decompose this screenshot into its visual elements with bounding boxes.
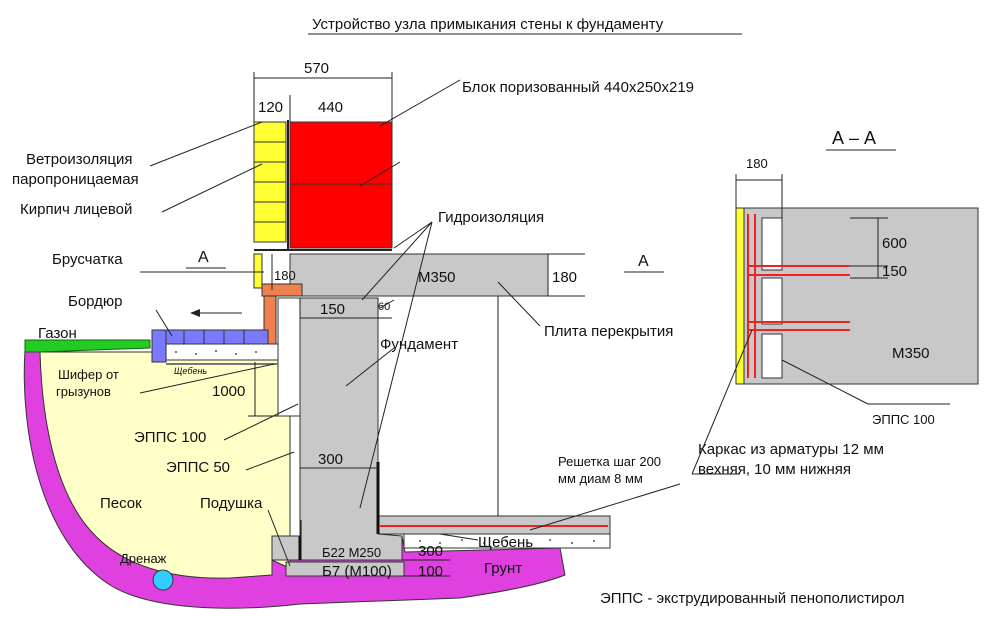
section-concrete bbox=[743, 207, 979, 385]
slope-arrowhead bbox=[190, 309, 200, 317]
label-m350-slab: М350 bbox=[418, 269, 456, 286]
section-mark-a-right: А bbox=[638, 253, 649, 270]
paving-gravel-dots bbox=[175, 350, 257, 355]
label-soil: Грунт bbox=[484, 560, 522, 577]
dim-300-foot: 300 bbox=[418, 543, 443, 560]
label-vapor-permeable: паропроницаемая bbox=[12, 171, 139, 188]
label-facing-brick: Кирпич лицевой bbox=[20, 201, 132, 218]
label-epps100: ЭППС 100 bbox=[134, 429, 206, 446]
legend-epps: ЭППС - экструдированный пенополистирол bbox=[600, 590, 905, 607]
leader-lines bbox=[139, 79, 681, 567]
label-waterproofing: Гидроизоляция bbox=[438, 209, 544, 226]
section-rebar bbox=[747, 214, 850, 378]
gravel-dots bbox=[419, 539, 595, 544]
dim-1000: 1000 bbox=[212, 383, 245, 400]
porous-block-upper bbox=[289, 121, 393, 185]
paving-strip bbox=[163, 329, 269, 345]
dim-440: 440 bbox=[318, 99, 343, 116]
dim-150-top: 150 bbox=[320, 301, 345, 318]
dim-120: 120 bbox=[258, 99, 283, 116]
porous-block-lower bbox=[289, 183, 393, 249]
epps100-panel bbox=[277, 297, 301, 417]
label-paving-gravel: Щебень bbox=[174, 366, 207, 376]
dim-180-section: 180 bbox=[746, 156, 768, 171]
label-m350-section: М350 bbox=[892, 345, 930, 362]
label-curb: Бордюр bbox=[68, 293, 123, 310]
section-dim-lines bbox=[691, 174, 950, 475]
label-cushion: Подушка bbox=[200, 495, 263, 512]
dim-180-left: 180 bbox=[274, 268, 296, 283]
label-b7: Б7 (М100) bbox=[322, 563, 392, 580]
epps50-panel bbox=[289, 415, 301, 537]
dim-60: 60 bbox=[378, 301, 390, 313]
label-rodent-slate-2: грызунов bbox=[56, 384, 111, 399]
dim-570: 570 bbox=[304, 60, 329, 77]
section-mark-a-left: А bbox=[198, 249, 209, 266]
label-rebar-2: вехняя, 10 мм нижняя bbox=[698, 461, 851, 478]
label-drainage: Дренаж bbox=[120, 551, 167, 566]
label-porous-block: Блок поризованный 440х250х219 bbox=[462, 79, 694, 96]
label-epps50: ЭППС 50 bbox=[166, 459, 230, 476]
section-yellow-edge bbox=[735, 207, 745, 385]
section-aa-title: А – А bbox=[832, 128, 876, 148]
facing-brick-column bbox=[253, 121, 287, 289]
paving-gravel bbox=[165, 343, 279, 361]
label-paving: Брусчатка bbox=[52, 251, 123, 268]
section-epps-bottom bbox=[761, 333, 783, 379]
label-slab: Плита перекрытия bbox=[544, 323, 673, 340]
dim-150-section: 150 bbox=[882, 263, 907, 280]
label-rodent-slate-1: Шифер от bbox=[58, 367, 119, 382]
lawn-strip bbox=[24, 339, 151, 353]
drainage-pipe bbox=[152, 569, 174, 591]
dim-lines bbox=[248, 72, 585, 577]
label-gravel: Щебень bbox=[478, 534, 533, 551]
dim-180-slab: 180 bbox=[552, 269, 577, 286]
label-rebar-1: Каркас из арматуры 12 мм bbox=[698, 441, 884, 458]
label-sand: Песок bbox=[100, 495, 142, 512]
dim-600: 600 bbox=[882, 235, 907, 252]
cap-orange bbox=[261, 283, 303, 297]
sand-region bbox=[39, 351, 291, 579]
label-wind-insulation: Ветроизоляция bbox=[26, 151, 132, 168]
section-epps-top bbox=[761, 217, 783, 271]
label-b22: Б22 М250 bbox=[322, 545, 381, 560]
label-lawn: Газон bbox=[38, 325, 77, 342]
diagram-title: Устройство узла примыкания стены к фунда… bbox=[312, 16, 664, 33]
label-foundation: Фундамент bbox=[380, 336, 458, 353]
curb-block bbox=[151, 329, 167, 363]
label-grid-2: мм диам 8 мм bbox=[558, 471, 643, 486]
dim-300-mid: 300 bbox=[318, 451, 343, 468]
label-epps100-section: ЭППС 100 bbox=[872, 412, 935, 427]
label-grid-1: Решетка шаг 200 bbox=[558, 454, 661, 469]
section-epps-mid bbox=[761, 277, 783, 325]
dim-100: 100 bbox=[418, 563, 443, 580]
footing-b7 bbox=[285, 561, 405, 577]
paving-joints bbox=[183, 330, 245, 344]
